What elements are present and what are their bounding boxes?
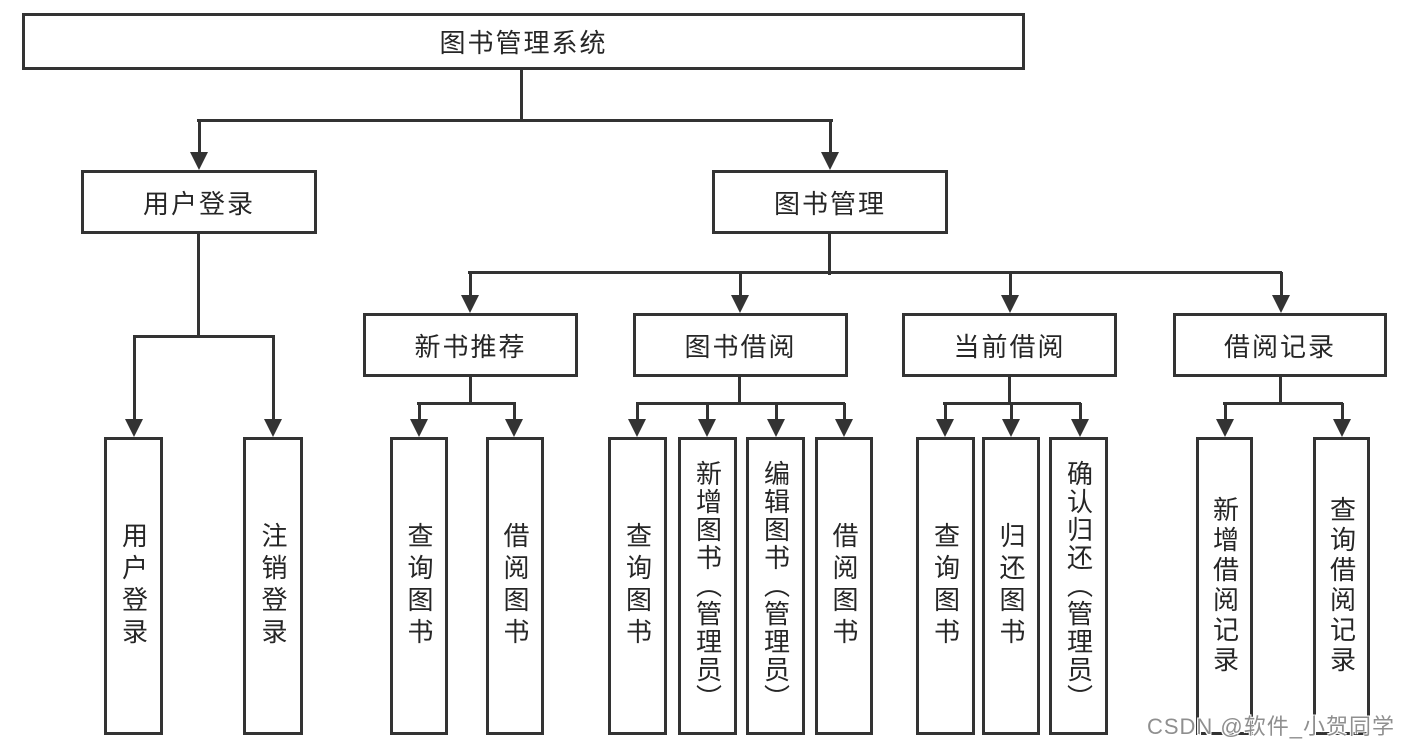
connector-line	[468, 271, 1282, 274]
connector-line	[1279, 377, 1282, 404]
leaf-query-books: 查询图书	[916, 437, 975, 735]
node-library-management-system: 图书管理系统	[22, 13, 1025, 70]
leaf-label: 归还图书	[996, 522, 1026, 650]
leaf-label: 查询借阅记录	[1326, 496, 1357, 676]
node-label: 用户登录	[142, 188, 255, 219]
connector-line	[1008, 377, 1011, 404]
connector-arrow	[936, 403, 954, 437]
leaf-label: 借阅图书	[829, 522, 859, 650]
connector-line	[828, 234, 831, 275]
connector-arrow	[461, 272, 479, 313]
leaf-query-books: 查询图书	[608, 437, 667, 735]
connector-arrow	[264, 336, 282, 437]
leaf-label: 注销登录	[258, 522, 288, 650]
leaf-borrow-books: 借阅图书	[815, 437, 873, 735]
connector-arrow	[190, 120, 208, 170]
leaf-label: 借阅图书	[500, 522, 530, 650]
node-book-management: 图书管理	[712, 170, 948, 234]
node-label: 借阅记录	[1223, 331, 1336, 362]
node-label: 图书借阅	[684, 331, 797, 362]
connector-arrow	[1272, 272, 1290, 313]
node-user-login: 用户登录	[81, 170, 317, 234]
connector-line	[469, 377, 472, 404]
leaf-logout: 注销登录	[243, 437, 303, 735]
connector-arrow	[1333, 403, 1351, 437]
connector-arrow	[767, 403, 785, 437]
leaf-confirm-return-admin: 确认归还（管理员）	[1049, 437, 1108, 735]
connector-arrow	[835, 403, 853, 437]
leaf-add-book-admin: 新增图书（管理员）	[678, 437, 737, 735]
connector-line	[520, 70, 523, 122]
leaf-label: 新增借阅记录	[1209, 496, 1240, 676]
leaf-return-books: 归还图书	[982, 437, 1040, 735]
node-label: 图书管理系统	[439, 28, 608, 58]
node-label: 新书推荐	[414, 331, 527, 362]
connector-line	[197, 234, 200, 338]
connector-line	[1223, 402, 1343, 405]
leaf-label: 确认归还（管理员）	[1063, 460, 1094, 712]
connector-line	[636, 402, 845, 405]
leaf-query-books: 查询图书	[390, 437, 448, 735]
connector-arrow	[698, 403, 716, 437]
watermark-credit: CSDN @软件_小贺同学	[1146, 714, 1395, 739]
connector-line	[197, 119, 833, 122]
node-label: 图书管理	[773, 188, 886, 219]
connector-arrow	[731, 272, 749, 313]
leaf-add-borrow-record: 新增借阅记录	[1196, 437, 1253, 735]
node-borrow-records: 借阅记录	[1173, 313, 1387, 377]
node-label: 当前借阅	[953, 331, 1066, 362]
leaf-label: 查询图书	[404, 522, 434, 650]
leaf-label: 查询图书	[622, 522, 653, 650]
connector-arrow	[125, 336, 143, 437]
connector-arrow	[821, 120, 839, 170]
leaf-edit-book-admin: 编辑图书（管理员）	[746, 437, 805, 735]
connector-line	[417, 402, 516, 405]
connector-arrow	[1002, 403, 1020, 437]
connector-line	[738, 377, 741, 404]
leaf-query-borrow-record: 查询借阅记录	[1313, 437, 1370, 735]
connector-arrow	[410, 403, 428, 437]
leaf-user-login: 用户登录	[104, 437, 163, 735]
leaf-borrow-books: 借阅图书	[486, 437, 544, 735]
leaf-label: 编辑图书（管理员）	[760, 460, 791, 712]
connector-arrow	[1216, 403, 1234, 437]
connector-arrow	[505, 403, 523, 437]
leaf-label: 查询图书	[930, 522, 961, 650]
node-current-borrowing: 当前借阅	[902, 313, 1117, 377]
leaf-label: 新增图书（管理员）	[692, 460, 723, 712]
leaf-label: 用户登录	[118, 522, 149, 650]
connector-line	[133, 335, 275, 338]
node-new-book-recommend: 新书推荐	[363, 313, 578, 377]
connector-arrow	[1071, 403, 1089, 437]
connector-arrow	[628, 403, 646, 437]
connector-arrow	[1001, 272, 1019, 313]
node-book-borrowing: 图书借阅	[633, 313, 848, 377]
